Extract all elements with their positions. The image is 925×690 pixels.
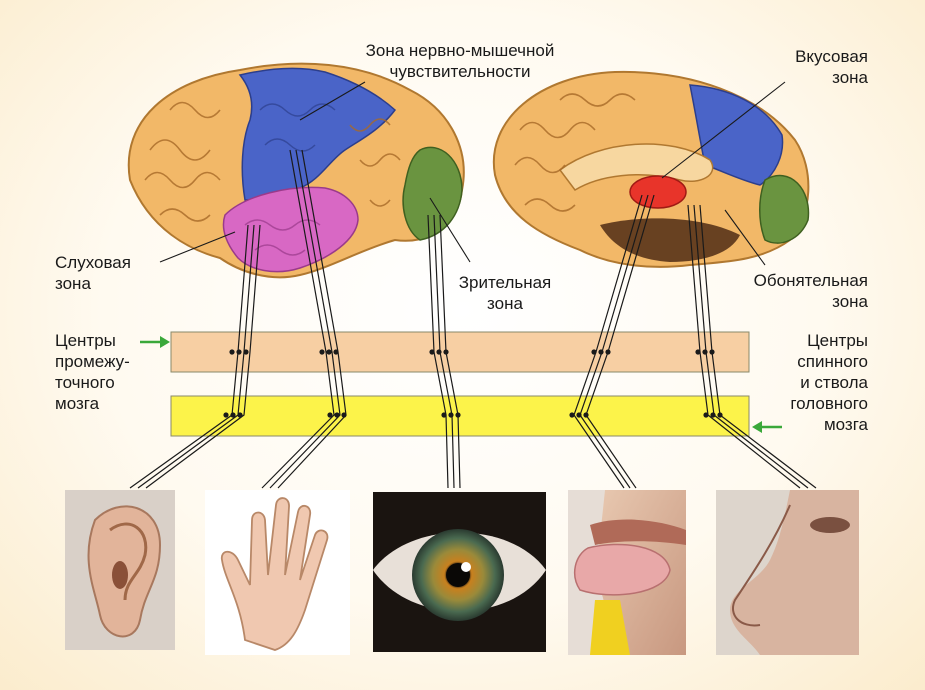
label-spinal-line1: Центры bbox=[807, 331, 868, 350]
label-olfactory-line1: Обонятельная bbox=[753, 271, 868, 290]
arrow-diencephalon bbox=[140, 336, 170, 348]
label-visual-line1: Зрительная bbox=[458, 273, 552, 292]
nerve-fibers bbox=[129, 149, 817, 489]
label-olfactory: Обонятельная зона bbox=[710, 270, 868, 312]
label-spinal-line5: мозга bbox=[823, 415, 868, 434]
label-neuromuscular: Зона нервно-мышечной чувствительности bbox=[340, 40, 580, 82]
label-diencephalon-line2: промежу- bbox=[55, 352, 130, 371]
label-visual: Зрительная зона bbox=[440, 272, 570, 314]
label-visual-line2: зона bbox=[487, 294, 523, 313]
label-diencephalon: Центры промежу- точного мозга bbox=[55, 330, 155, 414]
brain-lateral bbox=[127, 62, 465, 279]
label-taste: Вкусовая зона bbox=[740, 46, 868, 88]
label-neuromuscular-line2: чувствительности bbox=[389, 62, 531, 81]
hand-photo bbox=[205, 490, 350, 655]
label-spinal-line2: спинного bbox=[797, 352, 868, 371]
label-auditory: Слуховая зона bbox=[55, 252, 165, 294]
label-auditory-line2: зона bbox=[55, 274, 91, 293]
band-diencephalon bbox=[170, 331, 750, 373]
label-diencephalon-line3: точного bbox=[55, 373, 115, 392]
tongue-photo bbox=[568, 490, 686, 655]
label-taste-line2: зона bbox=[832, 68, 868, 87]
nose-photo bbox=[716, 490, 859, 655]
arrow-spinal bbox=[752, 421, 782, 433]
label-diencephalon-line1: Центры bbox=[55, 331, 116, 350]
brain-medial bbox=[492, 70, 810, 268]
synapse-dots bbox=[223, 349, 723, 418]
label-neuromuscular-line1: Зона нервно-мышечной bbox=[365, 41, 555, 60]
eye-photo bbox=[373, 492, 546, 652]
label-diencephalon-line4: мозга bbox=[55, 394, 100, 413]
leader-lines bbox=[159, 81, 786, 266]
label-taste-line1: Вкусовая bbox=[795, 47, 868, 66]
label-auditory-line1: Слуховая bbox=[55, 253, 131, 272]
label-olfactory-line2: зона bbox=[832, 292, 868, 311]
label-spinal-line4: головного bbox=[790, 394, 868, 413]
ear-photo bbox=[65, 490, 175, 650]
label-spinal: Центры спинного и ствола головного мозга bbox=[760, 330, 868, 435]
label-spinal-line3: и ствола bbox=[800, 373, 868, 392]
